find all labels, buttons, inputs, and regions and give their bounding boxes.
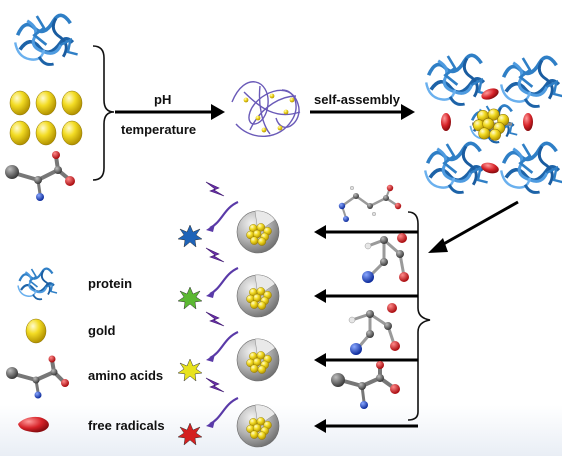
legend-amino-acids-label: amino acids (88, 368, 164, 383)
legend-free-radicals-label: free radicals (88, 418, 165, 433)
reactant-protein (13, 13, 80, 67)
curve-arrow-row-1 (204, 200, 240, 234)
curve-arrow-row-2 (204, 266, 240, 300)
legend-gold-label: gold (88, 323, 116, 338)
arrow-to-assembly (310, 104, 415, 120)
condition-ph-label: pH (154, 92, 172, 107)
arrow-to-products (428, 200, 519, 253)
assembly-complex (423, 53, 562, 195)
legend-amino-acid-icon (6, 355, 69, 399)
reactant-brace (92, 45, 115, 181)
nanosphere-row-2 (237, 275, 279, 317)
arrow-row-3 (312, 351, 420, 369)
nanosphere-row-4 (237, 405, 279, 447)
amino-acid-row-1 (338, 184, 402, 222)
product-bracket (407, 211, 431, 421)
curve-arrow-row-3 (204, 330, 240, 364)
lightning-icon-row-4 (205, 377, 225, 393)
starburst-row-4 (177, 422, 203, 446)
amino-acid-row-3 (348, 303, 400, 355)
legend-gold-icon (25, 318, 47, 344)
reactant-gold-particles (9, 90, 83, 146)
arrow-to-mixture (115, 104, 225, 120)
background-band (0, 405, 562, 456)
amino-acid-row-2 (362, 233, 409, 283)
mixture-coil (231, 81, 301, 138)
self-assembly-label: self-assembly (314, 92, 400, 107)
starburst-row-3 (177, 358, 203, 382)
condition-temperature-label: temperature (121, 122, 197, 137)
amino-acid-row-4 (331, 361, 400, 409)
legend-protein-label: protein (88, 276, 133, 291)
lightning-icon-row-3 (205, 311, 225, 327)
mixture-gold-dots (243, 93, 295, 133)
lightning-icon-row-1 (205, 181, 225, 197)
legend-free-radical-icon (18, 416, 49, 433)
arrow-row-2 (312, 287, 420, 305)
legend-protein-icon (16, 267, 59, 301)
nanosphere-row-3 (237, 339, 279, 381)
starburst-row-1 (177, 224, 203, 248)
lightning-icon-row-2 (205, 247, 225, 263)
starburst-row-2 (177, 286, 203, 310)
reactant-amino-acid (5, 151, 75, 201)
nanosphere-row-1 (237, 211, 279, 253)
